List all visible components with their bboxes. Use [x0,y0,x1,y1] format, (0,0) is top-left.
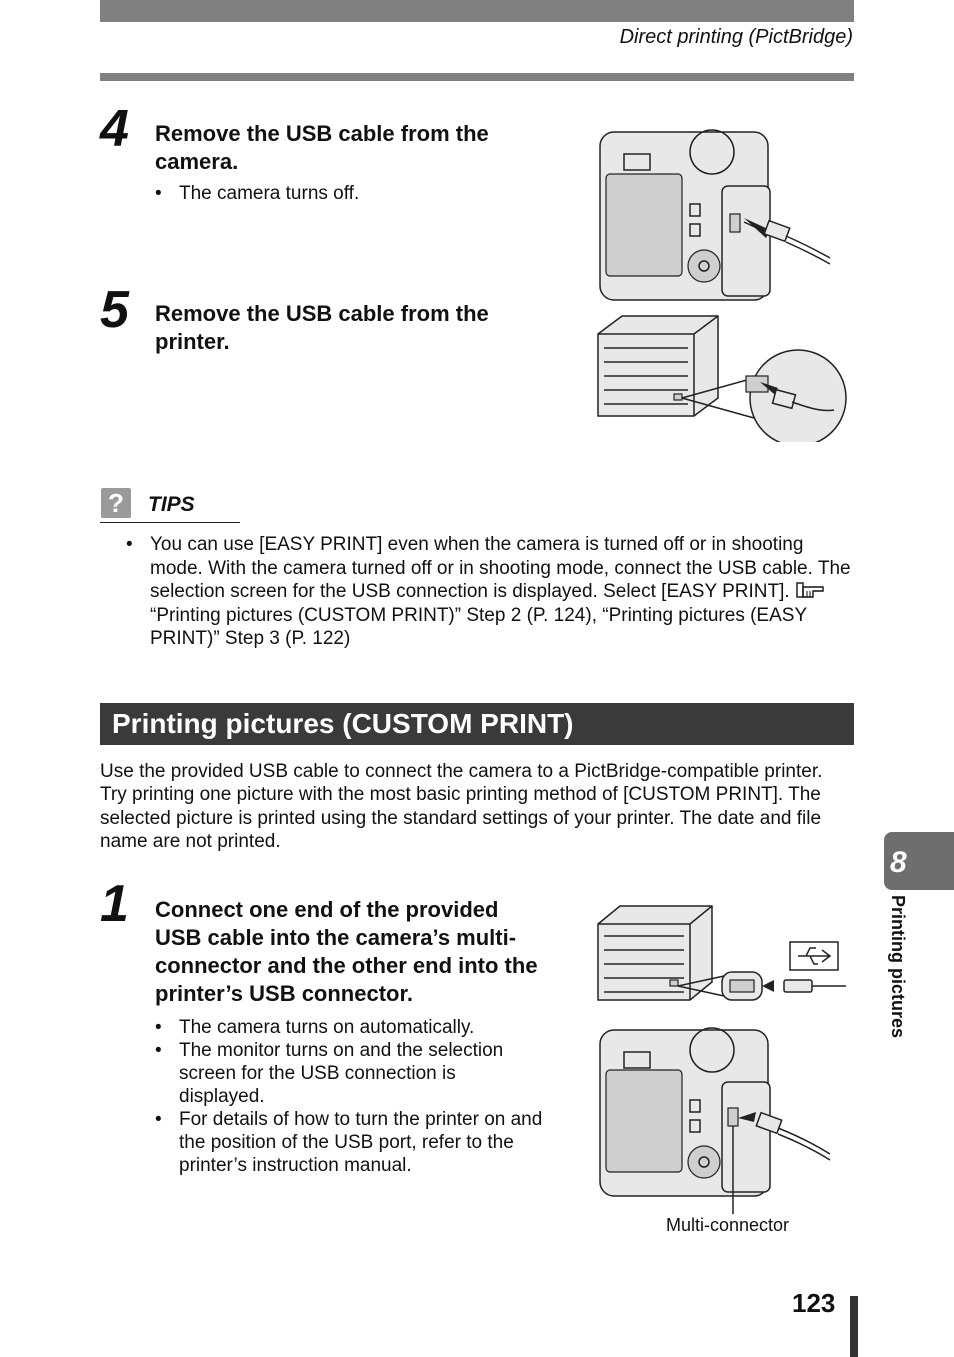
header-title: Direct printing (PictBridge) [619,26,853,48]
tips-rule [100,522,240,523]
step-5-title: Remove the USB cable from the printer. [155,301,489,354]
list-item: The monitor turns on and the selection s… [155,1039,545,1108]
header-rule [100,73,854,81]
step-1-number: 1 [100,875,129,933]
list-item: For details of how to turn the printer o… [155,1108,545,1177]
chapter-tab [884,832,954,890]
tips-label: TIPS [148,493,195,516]
step-1-bullets: The camera turns on automatically. The m… [155,1016,545,1177]
tips-text: You can use [EASY PRINT] even when the c… [126,533,854,651]
section-heading-bar [100,703,854,745]
intro-paragraph-1: Use the provided USB cable to connect th… [100,761,823,782]
step-4-bullets: The camera turns off. [155,182,555,205]
section-intro: Use the provided USB cable to connect th… [100,760,860,853]
camera-unplug-illustration [599,129,831,301]
step-4-number: 4 [100,100,129,158]
camera-connect-illustration [599,1027,831,1214]
section-title: Printing pictures (CUSTOM PRINT) [112,708,574,739]
chapter-label: Printing pictures [888,895,908,1039]
list-item: The camera turns on automatically. [155,1016,545,1039]
header-bar [100,0,854,22]
chapter-number: 8 [890,846,907,879]
intro-paragraph-2: Try printing one picture with the most b… [100,784,822,852]
chapter-label-wrapper: Printing pictures [880,895,920,1085]
tips-reference: “Printing pictures (CUSTOM PRINT)” Step … [150,604,807,650]
step-4-title: Remove the USB cable from the camera. [155,121,489,174]
printer-connect-illustration [597,905,846,1001]
reference-hand-icon [796,582,824,598]
tips-body: You can use [EASY PRINT] even when the c… [150,534,851,602]
printer-unplug-illustration [597,315,847,442]
tips-icon: ? [101,488,131,518]
multi-connector-caption: Multi-connector [666,1215,790,1235]
page-number: 123 [792,1288,836,1318]
step-5-number: 5 [100,281,129,339]
page-number-bar [850,1296,858,1357]
step-1-title: Connect one end of the provided USB cabl… [155,897,538,1006]
list-item: You can use [EASY PRINT] even when the c… [126,533,854,651]
list-item: The camera turns off. [155,182,555,205]
